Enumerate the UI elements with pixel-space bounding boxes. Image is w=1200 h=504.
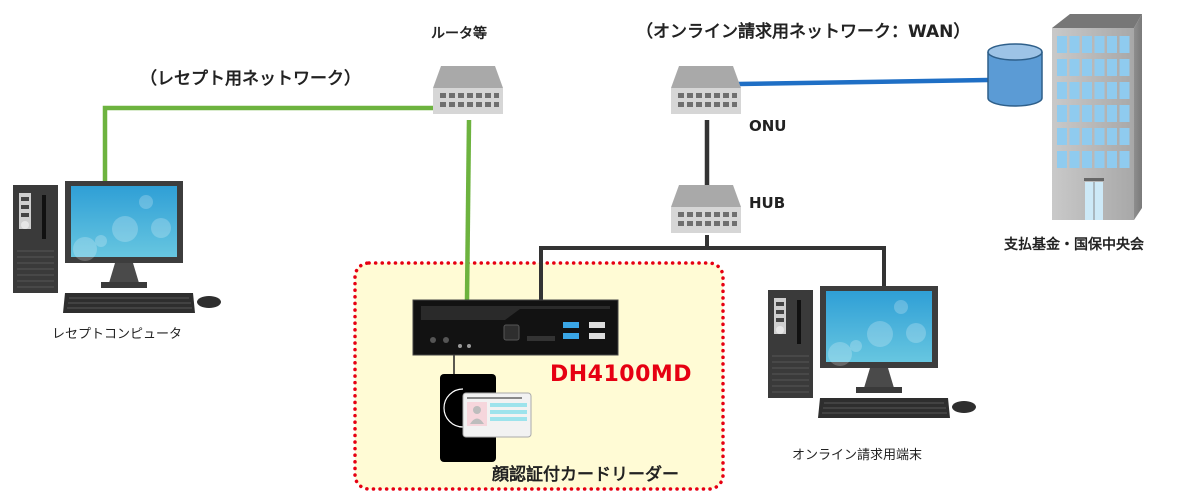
- building-window: [1069, 36, 1080, 53]
- online-network-label: （オンライン請求用ネットワーク：WAN）: [636, 22, 971, 42]
- building-window: [1119, 36, 1130, 53]
- receipt-network-label: （レセプト用ネットワーク）: [140, 69, 361, 89]
- building-window: [1094, 128, 1105, 145]
- online-terminal-label: オンライン請求用端末: [792, 448, 923, 463]
- building-window: [1057, 59, 1067, 76]
- card-reader-label: 顔認証付カードリーダー: [492, 465, 679, 485]
- building-window: [1119, 105, 1130, 122]
- building-window: [1107, 105, 1117, 122]
- building-window: [1094, 59, 1105, 76]
- building-window: [1082, 36, 1092, 53]
- building-window: [1107, 82, 1117, 99]
- office-building-icon: [1052, 14, 1142, 220]
- building-window: [1107, 151, 1117, 168]
- building-window: [1119, 59, 1130, 76]
- building-window: [1057, 151, 1067, 168]
- onu-label: ONU: [749, 117, 787, 135]
- building-window: [1082, 151, 1092, 168]
- hub-icon: [671, 185, 741, 233]
- hub-label: HUB: [749, 194, 786, 212]
- building-window: [1082, 59, 1092, 76]
- building-window: [1069, 151, 1080, 168]
- wan-line: [737, 77, 989, 87]
- building-window: [1057, 82, 1067, 99]
- building-window: [1094, 105, 1105, 122]
- building-window: [1094, 151, 1105, 168]
- building-window: [1082, 82, 1092, 99]
- router-to-dh4100md-line: [464, 119, 472, 301]
- router-icon: [433, 66, 503, 114]
- router-label: ルータ等: [431, 26, 487, 42]
- onu-icon: [671, 66, 741, 114]
- building-window: [1119, 151, 1130, 168]
- hub-lan-line: [539, 246, 886, 300]
- building-window: [1107, 36, 1117, 53]
- building-window: [1119, 128, 1130, 145]
- receipt-computer-icon: [12, 180, 222, 314]
- building-window: [1069, 59, 1080, 76]
- building-window: [1119, 82, 1130, 99]
- building-window: [1069, 105, 1080, 122]
- building-window: [1082, 105, 1092, 122]
- building-window: [1057, 128, 1067, 145]
- building-window: [1094, 36, 1105, 53]
- building-window: [1107, 59, 1117, 76]
- building-window: [1107, 128, 1117, 145]
- building-window: [1069, 82, 1080, 99]
- building-window: [1069, 128, 1080, 145]
- database-icon: [987, 43, 1043, 107]
- building-window: [1082, 128, 1092, 145]
- online-terminal-icon: [767, 285, 977, 419]
- receipt-network-line: [102, 105, 433, 183]
- card-reader-icon: [440, 374, 532, 462]
- building-window: [1057, 36, 1067, 53]
- mini-pc-icon: [412, 299, 619, 356]
- payment-fund-label: 支払基金・国保中央会: [1004, 237, 1144, 253]
- building-window: [1057, 105, 1067, 122]
- building-window: [1094, 82, 1105, 99]
- model-name-label: DH4100MD: [550, 362, 693, 387]
- receipt-computer-label: レセプトコンピュータ: [52, 327, 183, 342]
